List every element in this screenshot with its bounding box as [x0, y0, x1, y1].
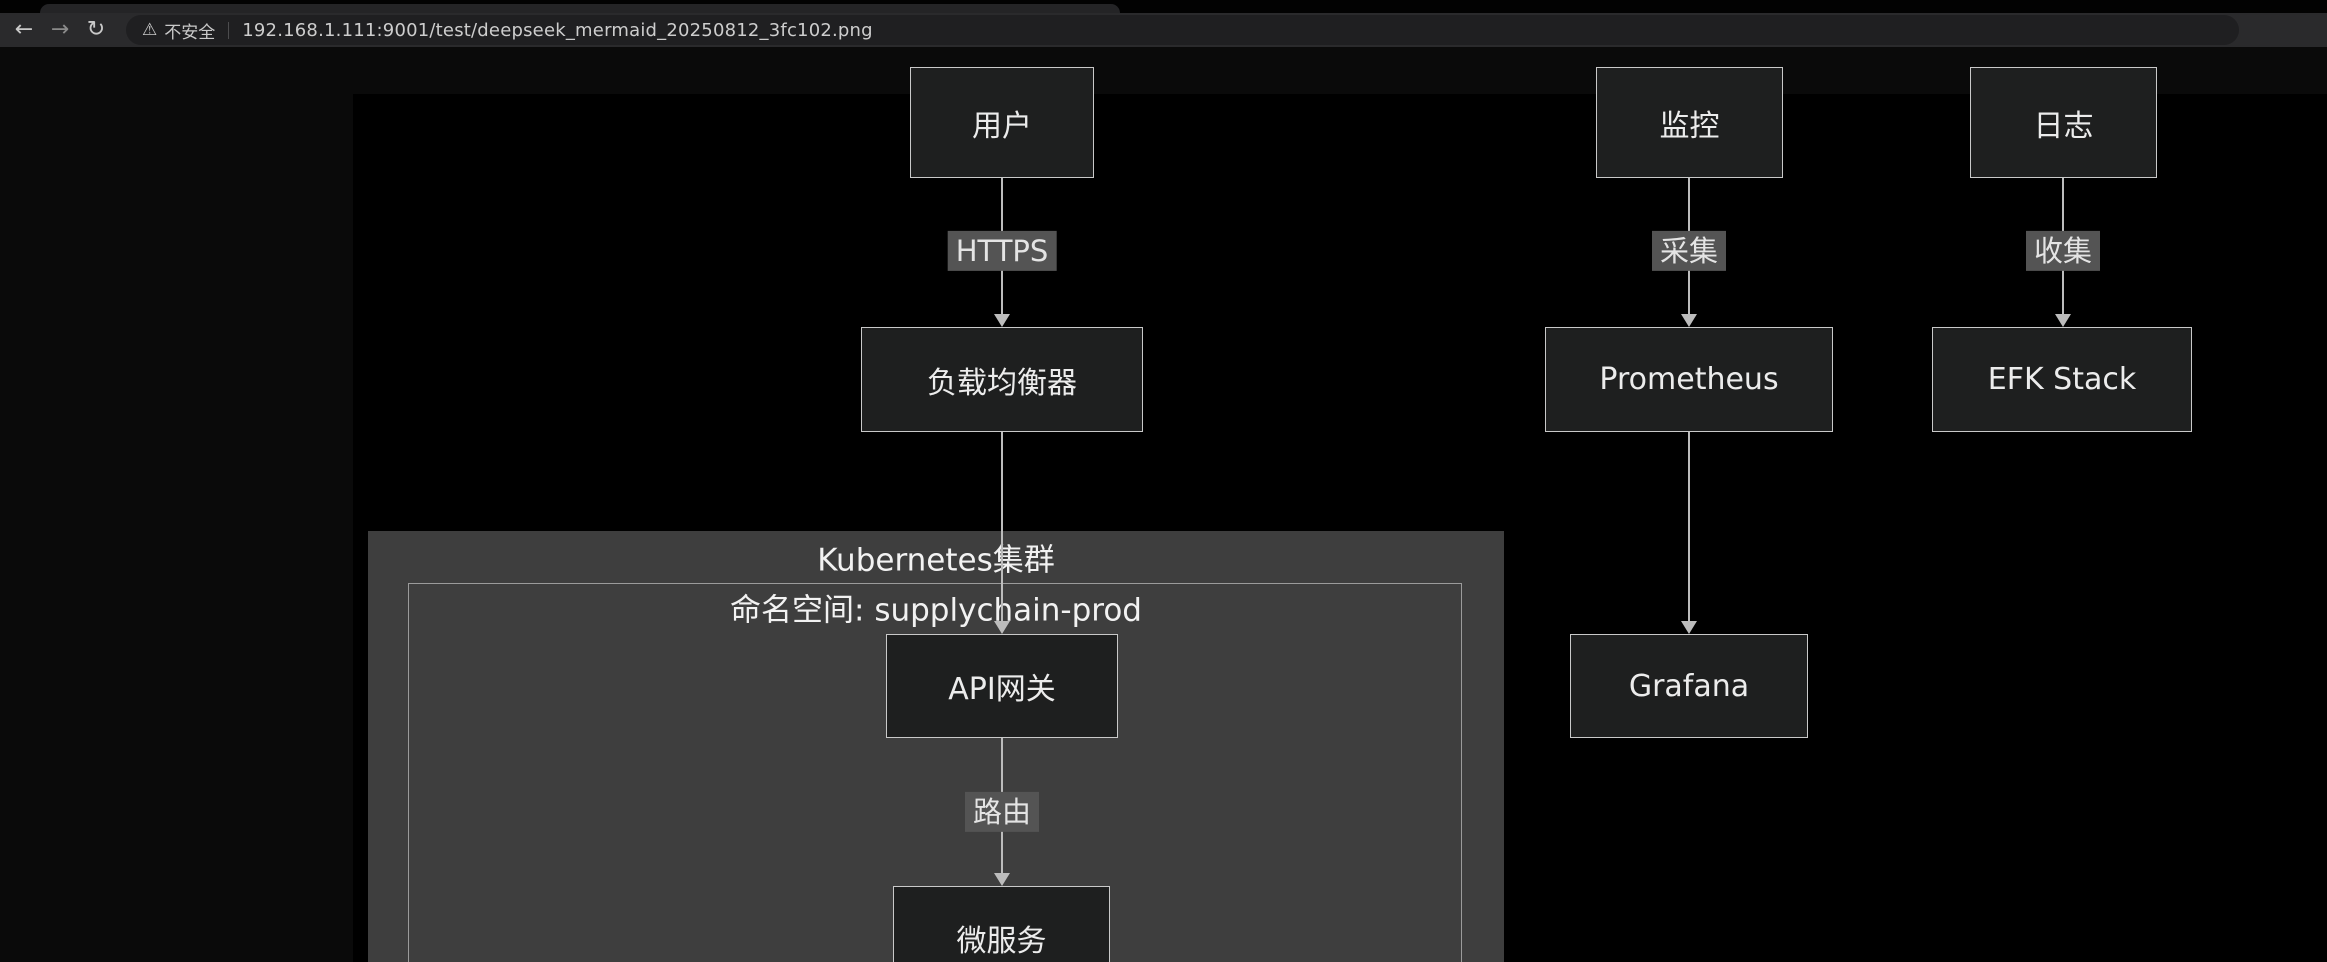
- security-warning-icon[interactable]: ⚠: [142, 19, 158, 40]
- edge-load-balancer-to-api-gateway: [1001, 432, 1003, 622]
- cluster-namespace: [408, 583, 1462, 962]
- browser-toolbar: ← → ↻ ⚠ 不安全 192.168.1.111:9001/test/deep…: [0, 13, 2327, 47]
- cluster-label-k8s: Kubernetes集群: [817, 542, 1055, 579]
- edge-prometheus-to-grafana: [1688, 432, 1690, 622]
- cluster-label-namespace: 命名空间: supplychain-prod: [730, 592, 1142, 629]
- node-microservices: 微服务: [893, 886, 1110, 962]
- reload-icon[interactable]: ↻: [86, 17, 106, 42]
- edge-label-monitoring-to-prometheus: 采集: [1651, 230, 1727, 272]
- security-warning-label: 不安全: [164, 22, 216, 43]
- address-bar[interactable]: ⚠ 不安全 192.168.1.111:9001/test/deepseek_m…: [126, 15, 2239, 45]
- node-grafana: Grafana: [1570, 634, 1808, 738]
- node-monitoring: 监控: [1596, 67, 1783, 178]
- edge-arrowhead-api-gateway-to-microservices: [994, 873, 1010, 886]
- node-prometheus: Prometheus: [1545, 327, 1833, 432]
- forward-icon[interactable]: →: [50, 17, 70, 42]
- node-logs: 日志: [1970, 67, 2157, 178]
- url-text: 192.168.1.111:9001/test/deepseek_mermaid…: [242, 19, 873, 41]
- edge-arrowhead-monitoring-to-prometheus: [1681, 314, 1697, 327]
- edge-label-logs-to-efk-stack: 收集: [2025, 230, 2101, 272]
- tab-strip: [0, 0, 2327, 13]
- node-efk-stack: EFK Stack: [1932, 327, 2192, 432]
- node-api-gateway: API网关: [886, 634, 1118, 738]
- active-tab[interactable]: [40, 4, 1120, 13]
- edge-arrowhead-user-to-load-balancer: [994, 314, 1010, 327]
- back-icon[interactable]: ←: [14, 17, 34, 42]
- edge-arrowhead-prometheus-to-grafana: [1681, 621, 1697, 634]
- edge-arrowhead-logs-to-efk-stack: [2055, 314, 2071, 327]
- edge-label-api-gateway-to-microservices: 路由: [964, 791, 1040, 833]
- node-load-balancer: 负载均衡器: [861, 327, 1143, 432]
- node-user: 用户: [910, 67, 1094, 178]
- omnibox-divider: [228, 21, 230, 39]
- edge-label-user-to-load-balancer: HTTPS: [947, 230, 1057, 272]
- edge-arrowhead-load-balancer-to-api-gateway: [994, 621, 1010, 634]
